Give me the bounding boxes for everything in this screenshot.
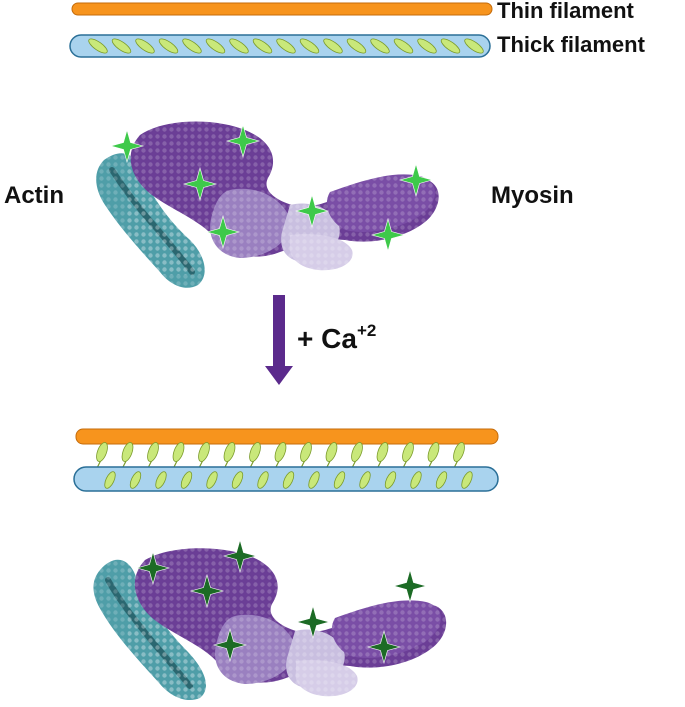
myosin-head bbox=[88, 38, 108, 54]
myosin-head bbox=[370, 38, 390, 54]
myosin-head bbox=[417, 38, 437, 54]
myosin-head bbox=[198, 442, 210, 462]
myosin-head bbox=[402, 442, 414, 462]
myosin-head bbox=[274, 442, 287, 462]
myosin-heads-lying bbox=[88, 38, 484, 54]
thin-filament-label: Thin filament bbox=[497, 0, 634, 23]
myosin-head bbox=[205, 38, 226, 54]
thin-filament-top bbox=[71, 2, 493, 16]
myosin-heads-standing bbox=[95, 442, 465, 471]
star-marker bbox=[205, 214, 241, 250]
myosin-protein-top bbox=[125, 115, 445, 275]
down-arrow bbox=[265, 295, 293, 385]
myosin-head bbox=[231, 471, 244, 489]
myosin-head bbox=[393, 38, 414, 54]
myosin-head bbox=[182, 38, 202, 54]
calcium-label: + Ca+2 bbox=[297, 321, 376, 355]
myosin-head bbox=[435, 471, 448, 489]
myosin-head bbox=[158, 38, 179, 54]
myosin-head bbox=[427, 442, 440, 462]
myosin-head bbox=[333, 471, 346, 489]
myosin-head bbox=[461, 471, 473, 489]
myosin-head bbox=[172, 442, 185, 462]
myosin-head bbox=[346, 38, 367, 54]
myosin-head bbox=[325, 442, 338, 462]
myosin-head bbox=[384, 471, 397, 489]
myosin-head bbox=[282, 471, 295, 489]
myosin-head bbox=[135, 38, 155, 54]
myosin-head bbox=[206, 471, 218, 489]
bright-green-stars bbox=[109, 123, 434, 253]
star-marker bbox=[135, 550, 171, 586]
myosin-head bbox=[111, 38, 132, 54]
star-marker bbox=[366, 629, 402, 665]
star-marker bbox=[294, 193, 330, 229]
myosin-head bbox=[410, 471, 422, 489]
myosin-head bbox=[249, 442, 261, 462]
myosin-head bbox=[155, 471, 167, 489]
myosin-head bbox=[121, 442, 134, 462]
myosin-head bbox=[440, 38, 461, 54]
myosin-head bbox=[104, 471, 116, 489]
myosin-head bbox=[223, 442, 236, 462]
myosin-head bbox=[359, 471, 371, 489]
myosin-head bbox=[299, 38, 320, 54]
myosin-head bbox=[351, 442, 363, 462]
myosin-head bbox=[229, 38, 249, 54]
star-marker bbox=[212, 627, 248, 663]
thin-filament-bottom bbox=[75, 428, 499, 445]
star-marker bbox=[392, 568, 428, 604]
myosin-head bbox=[147, 442, 159, 462]
myosin-head bbox=[96, 442, 108, 462]
star-marker bbox=[182, 166, 218, 202]
myosin-head bbox=[453, 442, 465, 462]
myosin-head bbox=[300, 442, 312, 462]
dark-green-stars bbox=[135, 538, 428, 665]
star-marker bbox=[370, 217, 406, 253]
myosin-protein-bottom bbox=[128, 540, 458, 700]
thick-filament-label: Thick filament bbox=[497, 32, 645, 57]
calcium-charge: +2 bbox=[356, 321, 377, 340]
star-marker bbox=[222, 538, 258, 574]
star-marker bbox=[109, 128, 145, 164]
myosin-head bbox=[464, 38, 484, 54]
actin-label: Actin bbox=[4, 182, 64, 209]
myosin-label: Myosin bbox=[491, 182, 574, 209]
myosin-head bbox=[257, 471, 269, 489]
myosin-head bbox=[308, 471, 320, 489]
calcium-prefix: + Ca bbox=[297, 323, 357, 354]
myosin-heads-lower bbox=[104, 471, 473, 489]
star-marker bbox=[295, 604, 331, 640]
star-marker bbox=[189, 573, 225, 609]
myosin-head bbox=[180, 471, 193, 489]
myosin-head bbox=[376, 442, 389, 462]
myosin-head bbox=[252, 38, 273, 54]
myosin-head bbox=[276, 38, 296, 54]
star-marker bbox=[398, 162, 434, 198]
myosin-head bbox=[323, 38, 343, 54]
star-marker bbox=[225, 123, 261, 159]
myosin-head bbox=[129, 471, 142, 489]
